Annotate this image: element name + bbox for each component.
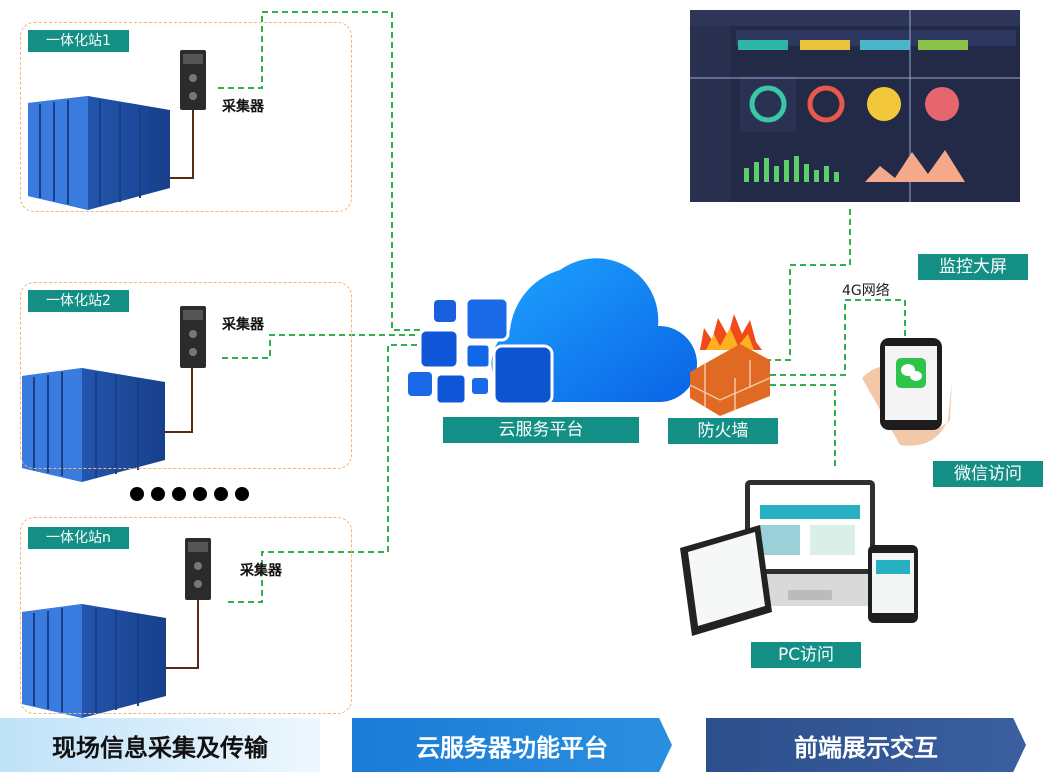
monitor-label: 监控大屏 <box>918 254 1028 280</box>
monitor-screen-image <box>690 10 1020 202</box>
station-1-tag: 一体化站1 <box>28 30 129 52</box>
collector-1-label: 采集器 <box>222 99 264 115</box>
section-banner-cloud: 云服务器功能平台 <box>352 718 672 772</box>
station-3-tag: 一体化站n <box>28 527 129 549</box>
ellipsis-dots <box>130 487 249 501</box>
station-2-tag: 一体化站2 <box>28 290 129 312</box>
network-label: 4G网络 <box>842 283 890 299</box>
station-1 <box>20 22 352 212</box>
firewall-icon <box>689 314 771 416</box>
phone-wechat-icon <box>862 338 952 446</box>
cloud-label: 云服务平台 <box>443 417 639 443</box>
dot <box>193 487 207 501</box>
dot <box>151 487 165 501</box>
section-banner-frontend: 前端展示交互 <box>706 718 1026 772</box>
firewall-label: 防火墙 <box>668 418 778 444</box>
station-3 <box>20 517 352 714</box>
cloud-icon <box>408 258 698 406</box>
container-3 <box>22 604 166 718</box>
section-banner-collection: 现场信息采集及传输 <box>0 718 320 772</box>
collector-device-3 <box>185 538 211 600</box>
collector-device-1 <box>180 50 206 110</box>
dot <box>172 487 186 501</box>
cables <box>165 108 199 669</box>
wechat-label: 微信访问 <box>933 461 1043 487</box>
pc-label: PC访问 <box>751 642 861 668</box>
pc-devices-image <box>680 480 918 636</box>
dot <box>235 487 249 501</box>
container-1 <box>28 96 170 210</box>
container-2 <box>22 368 165 482</box>
collector-2-label: 采集器 <box>222 317 264 333</box>
dot <box>214 487 228 501</box>
station-2 <box>20 282 352 469</box>
collector-device-2 <box>180 306 206 368</box>
collector-3-label: 采集器 <box>240 563 282 579</box>
dot <box>130 487 144 501</box>
network-lines <box>218 11 906 603</box>
